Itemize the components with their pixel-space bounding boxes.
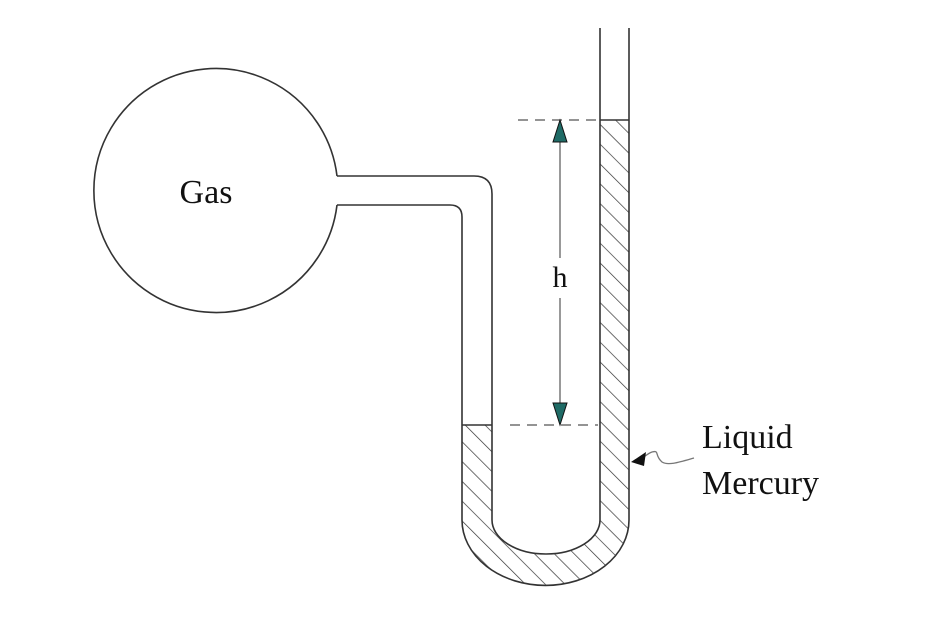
liquid-mercury [462,120,629,586]
height-label: h [553,261,568,294]
arrow-down-icon [552,402,568,427]
mercury-label-line1: Liquid [702,419,793,456]
mercury-leader [631,450,695,466]
arrow-up-icon [552,118,568,143]
mercury-label-line2: Mercury [702,465,819,502]
u-tube [461,28,630,587]
leader-arrow-icon [631,452,646,466]
height-dimension: h [510,118,598,427]
connecting-tube [337,175,493,520]
gas-label: Gas [180,174,233,211]
gas-bulb [93,67,338,314]
